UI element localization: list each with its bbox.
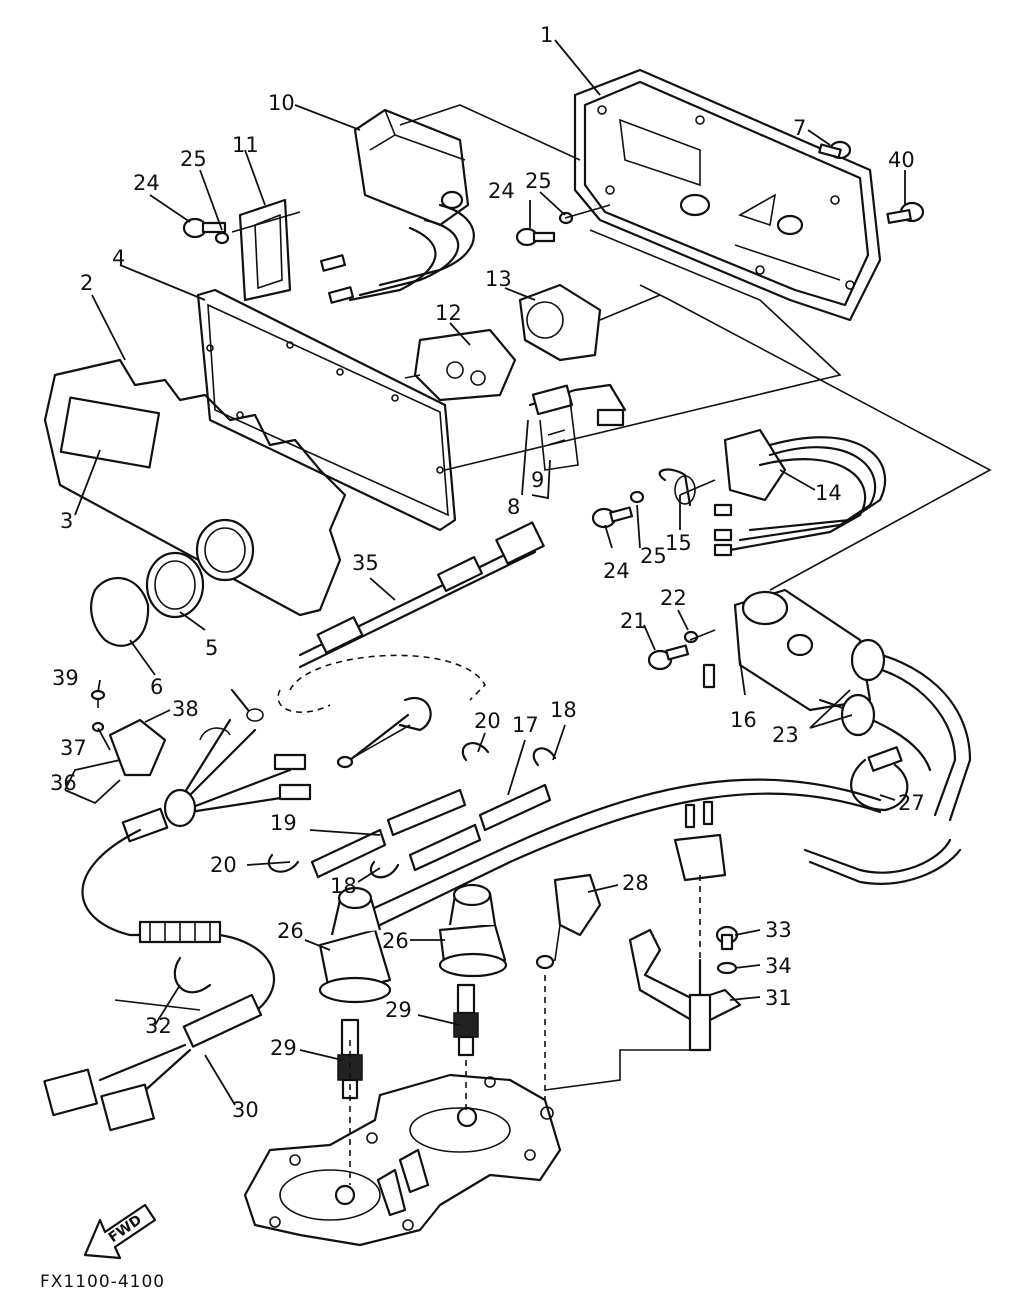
fwd-arrow-icon: FWD <box>83 1203 157 1260</box>
callout-10: 10 <box>268 91 295 115</box>
callout-4: 4 <box>112 246 125 270</box>
callout-5: 5 <box>205 636 218 660</box>
bolt-21 <box>647 644 690 671</box>
callout-23: 23 <box>772 723 799 747</box>
washer-34 <box>716 961 738 975</box>
plug-cap-right <box>438 883 508 978</box>
callout-17: 17 <box>512 713 539 737</box>
callout-38: 38 <box>172 697 199 721</box>
washer-37 <box>91 721 105 733</box>
callout-24-right: 24 <box>603 559 630 583</box>
callout-26-left: 26 <box>277 919 304 943</box>
callout-25-top: 25 <box>180 147 207 171</box>
cdi-unit <box>319 108 475 304</box>
assembly-lines <box>114 104 992 1185</box>
gasket <box>196 288 457 532</box>
sensor-bracket <box>628 800 742 1052</box>
bolt-40 <box>886 201 925 224</box>
callout-8: 8 <box>507 495 520 519</box>
callout-25-mid: 25 <box>525 169 552 193</box>
callout-24-mid: 24 <box>488 179 515 203</box>
callout-30: 30 <box>232 1098 259 1122</box>
callout-29-left: 29 <box>270 1036 297 1060</box>
callout-36: 36 <box>50 771 77 795</box>
ignition-coil <box>702 588 972 822</box>
cord-holder <box>535 873 602 970</box>
screw-39 <box>90 689 106 708</box>
callout-13: 13 <box>485 267 512 291</box>
callout-31: 31 <box>765 986 792 1010</box>
callout-29-right: 29 <box>385 998 412 1022</box>
o-ring <box>145 551 205 619</box>
callout-1: 1 <box>540 23 553 47</box>
callout-20-top: 20 <box>474 709 501 733</box>
callout-3: 3 <box>60 509 73 533</box>
callout-28: 28 <box>622 871 649 895</box>
callout-35: 35 <box>352 551 379 575</box>
callout-25-right: 25 <box>640 544 667 568</box>
bolt-24-top <box>182 217 227 239</box>
plug-cap-left <box>318 886 392 1004</box>
leader-lines <box>64 39 906 1106</box>
callout-16: 16 <box>730 708 757 732</box>
grommets <box>840 638 886 737</box>
wire-harness-bracket <box>713 428 887 557</box>
clamp-27 <box>850 746 909 812</box>
fuse-holder <box>528 383 627 471</box>
callout-14: 14 <box>815 481 842 505</box>
starter-relay <box>518 283 602 362</box>
cap-plug <box>90 576 150 647</box>
electric-box-housing <box>573 68 882 322</box>
rectifier <box>404 328 517 402</box>
callout-32: 32 <box>145 1014 172 1038</box>
high-tension-cord <box>298 521 545 669</box>
callout-24-top: 24 <box>133 171 160 195</box>
diagram-code: FX1100-4100 <box>40 1272 165 1292</box>
battery-lead-harness <box>108 688 312 843</box>
callout-18-bottom: 18 <box>330 874 357 898</box>
cylinder-head <box>243 1073 562 1247</box>
callout-numbers: 1 10 11 25 24 7 40 24 25 4 2 13 12 3 9 8… <box>50 23 925 1122</box>
callout-27: 27 <box>898 791 925 815</box>
callout-21: 21 <box>620 609 647 633</box>
callout-12: 12 <box>435 301 462 325</box>
callout-20-bottom: 20 <box>210 853 237 877</box>
bolt-24-right <box>591 506 634 529</box>
callout-34: 34 <box>765 954 792 978</box>
long-harness <box>368 778 962 927</box>
callout-39: 39 <box>52 666 79 690</box>
bolt-24-mid <box>515 227 556 247</box>
callout-22: 22 <box>660 586 687 610</box>
callout-26-right: 26 <box>382 929 409 953</box>
bolt-7 <box>818 140 852 160</box>
washer-25-right <box>629 490 645 504</box>
callout-7: 7 <box>793 116 806 140</box>
bolt-33 <box>715 925 739 951</box>
callout-11: 11 <box>232 133 259 157</box>
clamp-15 <box>658 468 696 507</box>
spark-plug-right <box>453 983 479 1057</box>
callout-40: 40 <box>888 148 915 172</box>
washer-25-top <box>214 231 230 245</box>
ground-lead <box>43 828 276 1132</box>
callout-37: 37 <box>60 736 87 760</box>
bracket <box>238 198 292 302</box>
callout-2: 2 <box>80 271 93 295</box>
callout-15: 15 <box>665 531 692 555</box>
callout-9: 9 <box>531 468 544 492</box>
callout-18-top: 18 <box>550 698 577 722</box>
electric-box-cover <box>43 358 347 617</box>
callout-19: 19 <box>270 811 297 835</box>
sleeve-tubes <box>267 742 557 879</box>
washer-22 <box>683 630 699 644</box>
callout-6: 6 <box>150 675 163 699</box>
callout-33: 33 <box>765 918 792 942</box>
